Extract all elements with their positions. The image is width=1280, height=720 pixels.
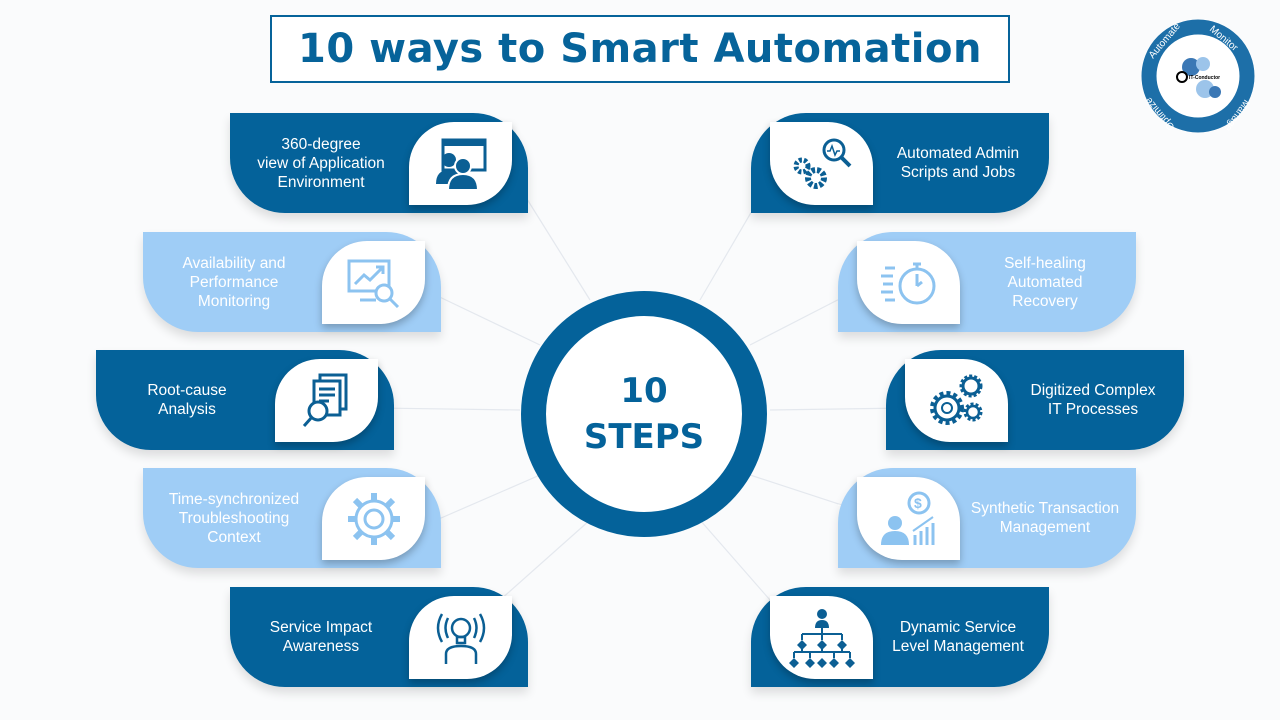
person-dollar-chart-icon: $ — [880, 491, 934, 545]
gears-icon — [1176, 57, 1221, 98]
step-label: Digitized Complex IT Processes — [1030, 382, 1156, 418]
step-label: Self-healing Automated Recovery — [1004, 254, 1086, 310]
page-title: 10 ways to Smart Automation — [298, 26, 982, 72]
gears-icon — [929, 374, 982, 425]
step-card-digitized-processes: Digitized Complex IT Processes — [886, 350, 1184, 450]
gears-search-icon — [793, 138, 851, 189]
title-box: 10 ways to Smart Automation — [270, 15, 1010, 83]
step-card-dynamic-service-level: Dynamic Service Level Management — [751, 587, 1049, 687]
center-circle: 10 STEPS — [521, 291, 767, 537]
gear-icon — [347, 492, 400, 545]
step-label: Time-synchronized Troubleshooting Contex… — [168, 490, 300, 546]
step-label: Root-cause Analysis — [147, 382, 227, 418]
step-card-360-view: 360-degree view of Application Environme… — [230, 113, 528, 213]
step-card-self-healing: Self-healing Automated Recovery — [838, 232, 1136, 332]
step-label: 360-degree view of Application Environme… — [257, 135, 385, 191]
chart-magnifier-icon — [347, 259, 399, 308]
logo-brand: IT-Conductor — [1189, 75, 1220, 81]
step-label: Automated Admin Scripts and Jobs — [896, 145, 1020, 181]
step-card-admin-scripts: Automated Admin Scripts and Jobs — [751, 113, 1049, 213]
step-card-availability: Availability and Performance Monitoring — [143, 232, 441, 332]
step-label: Dynamic Service Level Management — [892, 619, 1024, 655]
hierarchy-icon — [788, 608, 855, 668]
step-label: Availability and Performance Monitoring — [182, 254, 286, 310]
person-idea-icon — [436, 612, 485, 664]
step-card-service-impact: Service Impact Awareness — [230, 587, 528, 687]
step-label: Synthetic Transaction Management — [970, 500, 1120, 536]
step-card-synthetic-transaction: $ Synthetic Transaction Management — [838, 468, 1136, 568]
center-label: STEPS — [583, 417, 705, 457]
step-card-time-synchronized: Time-synchronized Troubleshooting Contex… — [143, 468, 441, 568]
document-search-icon — [302, 373, 347, 427]
it-conductor-logo: Automate Monitor Manage Optimize IT-Cond… — [1141, 19, 1255, 134]
svg-text:$: $ — [914, 495, 922, 511]
step-label: Service Impact Awareness — [269, 619, 373, 655]
stopwatch-icon — [880, 262, 935, 304]
users-window-icon — [435, 138, 486, 190]
step-card-root-cause: Root-cause Analysis — [96, 350, 394, 450]
center-number: 10 — [620, 371, 668, 411]
